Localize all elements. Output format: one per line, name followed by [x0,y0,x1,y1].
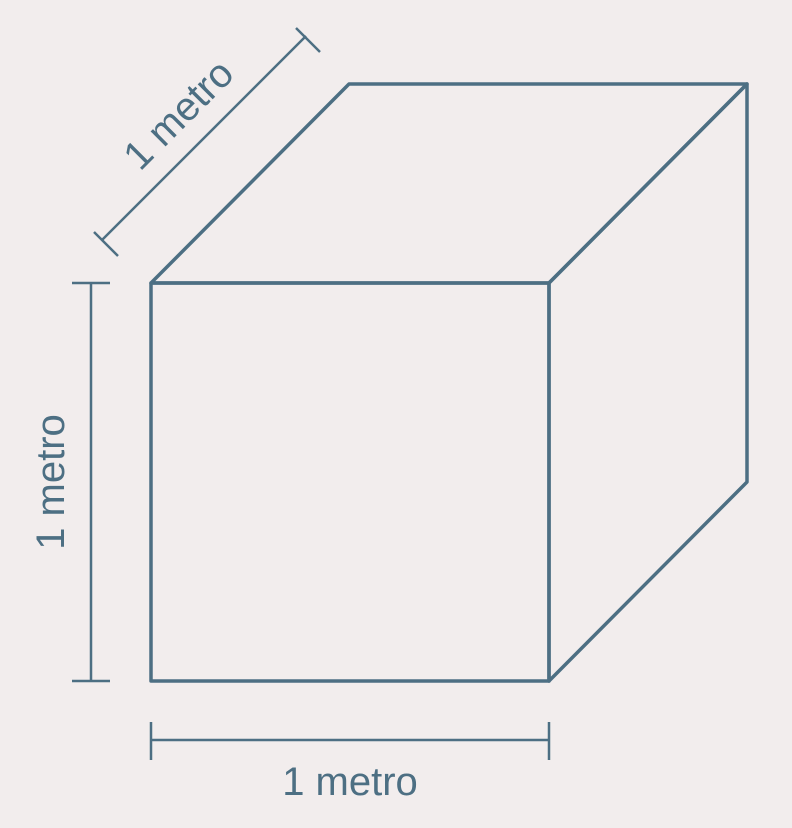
depth-label: 1 metro [115,51,242,178]
cube-front-face [149,281,551,683]
width-label: 1 metro [282,760,418,804]
cube-right-face [547,82,749,683]
height-dimension: 1 metro [29,281,110,683]
width-dimension: 1 metro [149,722,551,804]
height-label: 1 metro [29,414,73,550]
depth-dimension: 1 metro [93,27,321,257]
cube-top-face [149,82,749,285]
